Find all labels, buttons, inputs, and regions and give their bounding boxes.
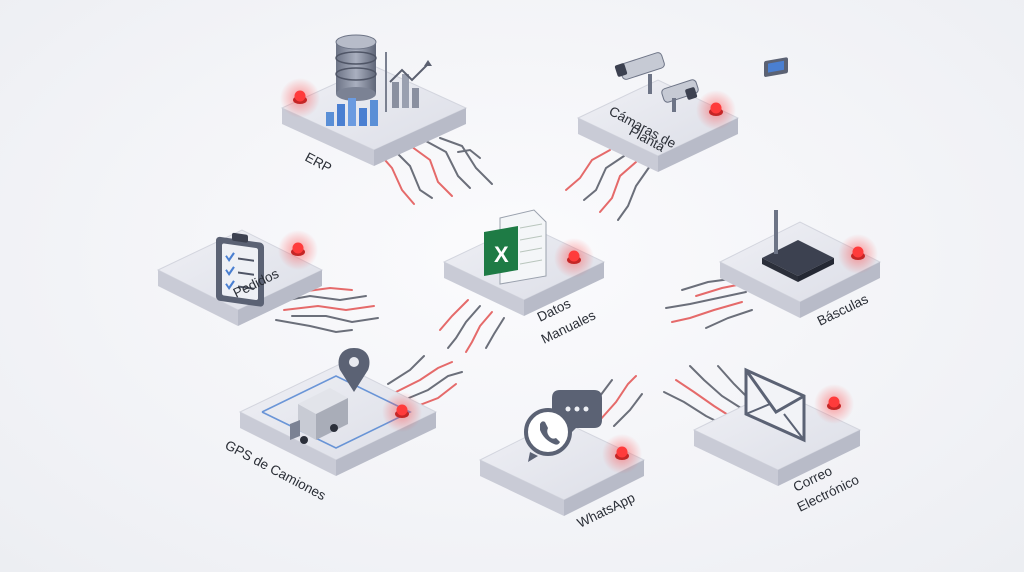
location-pin-icon	[338, 348, 370, 392]
envelope-icon	[744, 367, 806, 443]
basculas-alert-light	[838, 234, 878, 274]
erp-alert-light	[280, 78, 320, 118]
camaras-alert-light	[696, 90, 736, 130]
camaras-platform	[576, 79, 740, 172]
whatsapp-platform	[478, 419, 646, 516]
node-whatsapp: WhatsApp	[478, 390, 646, 531]
erp-wires	[377, 137, 493, 205]
node-gps: GPS de Camiones	[223, 348, 438, 503]
datos-wires	[439, 299, 505, 353]
security-camera-icon	[614, 52, 699, 112]
truck-icon	[290, 388, 348, 444]
node-basculas: Básculas	[718, 57, 882, 329]
datos-alert-light	[554, 238, 594, 278]
node-erp: ERP	[280, 34, 468, 176]
whatsapp-alert-light	[602, 434, 642, 474]
node-correo: Correo Electrónico	[692, 367, 862, 515]
correo-alert-light	[814, 384, 854, 424]
excel-file-icon: X	[484, 209, 547, 285]
pedidos-alert-light	[278, 230, 318, 270]
database-icon	[335, 34, 377, 101]
clipboard-checklist-icon	[216, 232, 264, 307]
correo-platform	[692, 389, 862, 486]
camaras-wires	[565, 149, 651, 221]
whatsapp-icon	[524, 408, 572, 462]
erp-label: ERP	[303, 149, 335, 175]
trend-chart-icon	[385, 52, 432, 112]
erp-platform	[280, 65, 468, 166]
node-pedidos: Pedidos	[156, 229, 324, 326]
gps-alert-light	[382, 392, 422, 432]
node-camaras: Cámaras de Planta	[576, 52, 740, 172]
node-datos: X Datos Manuales	[442, 209, 606, 347]
excel-letter: X	[494, 242, 509, 267]
weighing-scale-icon	[762, 57, 834, 282]
bar-chart-icon	[326, 98, 378, 126]
